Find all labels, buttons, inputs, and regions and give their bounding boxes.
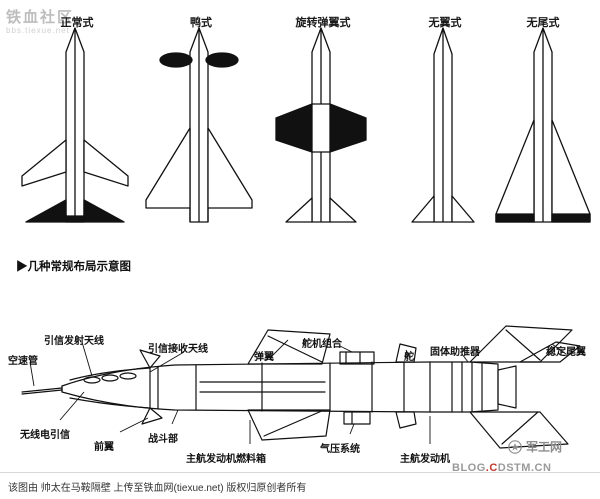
cutaway-drawing	[21, 325, 581, 449]
config-label-wingless: 无翼式	[428, 17, 462, 29]
callout-actuator-assembly: 舵机组合	[302, 339, 342, 350]
cutaway-panel: 空速管 引信发射天线 引信接收天线 弹翼 舵机组合 舵 固体助推器 稳定尾翼 无…	[0, 300, 600, 470]
watermark-jungongwang-text: 军工网	[526, 440, 563, 454]
callout-pneumatic-system: 气压系统	[320, 444, 360, 455]
section-caption: ▶几种常规布局示意图	[16, 261, 131, 273]
watermark-tiexue: 铁血社区 bbs.tiexue.net	[6, 6, 136, 40]
watermark-tiexue-title: 铁血社区	[6, 9, 75, 26]
configurations-drawings	[21, 27, 591, 223]
footer-credit: 该图由 帅太在马鞍隔壁 上传至铁血网(tiexue.net) 版权归原创者所有	[8, 483, 307, 494]
watermark-tiexue-url: bbs.tiexue.net	[6, 26, 70, 35]
missile-canard	[145, 27, 253, 223]
callout-solid-booster: 固体助推器	[430, 347, 480, 358]
callout-canard: 前翼	[94, 442, 114, 453]
callout-warhead: 战斗部	[148, 434, 178, 445]
config-label-canard: 鸭式	[190, 17, 212, 29]
callout-wing: 弹翼	[254, 352, 274, 363]
callout-stabilizer-fin: 稳定尾翼	[546, 347, 586, 358]
watermark-blog: BLOG.CDSTM.CN	[452, 458, 551, 476]
callout-fuel-tank: 主航发动机燃料箱	[186, 454, 266, 465]
callout-fuze-receive-antenna: 引信接收天线	[148, 344, 208, 355]
footer-bar: 该图由 帅太在马鞍隔壁 上传至铁血网(tiexue.net) 版权归原创者所有	[0, 472, 600, 499]
config-label-tailless: 无尾式	[526, 17, 560, 29]
watermark-jungongwang: 军工网	[508, 438, 562, 455]
callout-rudder: 舵	[404, 352, 414, 363]
callout-radio-fuze: 无线电引信	[20, 430, 70, 441]
missile-tailless	[495, 27, 591, 223]
configurations-panel: 正常式 鸭式 旋转弹翼式 无翼式 无尾式	[21, 17, 591, 223]
missile-normal	[21, 27, 129, 223]
callout-main-engine: 主航发动机	[400, 454, 450, 465]
missile-rotating-wing	[275, 27, 367, 223]
leader-lines	[29, 339, 567, 444]
config-label-normal: 正常式	[60, 17, 94, 29]
callout-fuze-transmit-antenna: 引信发射天线	[44, 336, 104, 347]
watermark-blog-text: BLOG.CDSTM.CN	[452, 462, 552, 474]
star-icon	[508, 439, 522, 454]
config-label-rotating-wing: 旋转弹翼式	[295, 17, 351, 29]
missile-wingless	[411, 27, 475, 223]
callout-pitot-tube: 空速管	[8, 356, 38, 367]
